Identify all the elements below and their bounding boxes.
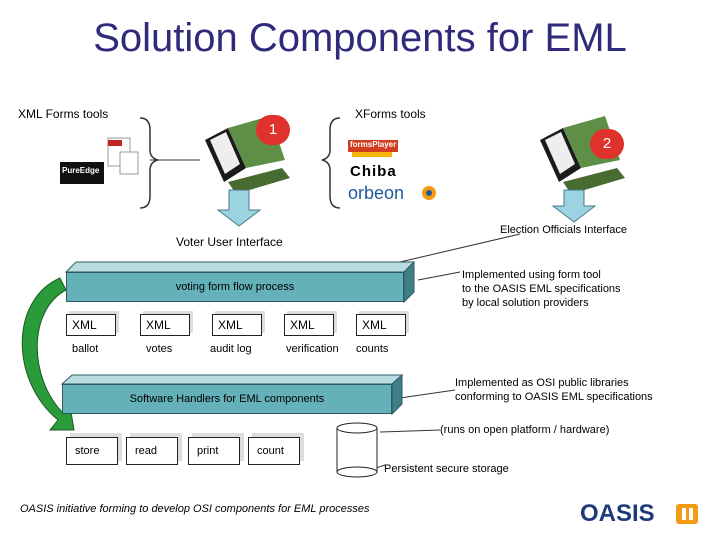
marker-two: 2	[590, 129, 624, 159]
officials-interface-label: Election Officials Interface	[500, 224, 627, 236]
right-brace	[321, 117, 341, 209]
verification-label: verification	[286, 343, 339, 355]
note-line: Implemented using form tool	[462, 269, 601, 281]
orbeon-logo	[422, 186, 436, 200]
footer-note: OASIS initiative forming to develop OSI …	[20, 503, 370, 515]
votes-label: votes	[146, 343, 173, 355]
page-title: Solution Components for EML	[93, 16, 627, 60]
orbeon-logo-text: orbeon	[348, 183, 405, 203]
oasis-logo-mark	[676, 504, 698, 524]
xml-forms-tools-label: XML Forms tools	[18, 107, 109, 121]
read-box: read	[126, 437, 178, 465]
left-brace	[139, 117, 159, 209]
chiba-logo-text: Chiba	[350, 163, 397, 180]
note-line: Implemented as OSI public libraries	[455, 377, 629, 389]
formsplayer-logo	[348, 140, 398, 157]
xml-box-ballot: XML	[66, 314, 116, 336]
voting-flow-bar: voting form flow process	[66, 272, 404, 302]
down-arrow-voter	[216, 189, 262, 227]
storage-cylinder	[336, 422, 378, 478]
down-arrow-officials	[551, 189, 597, 223]
print-box: print	[188, 437, 240, 465]
pureedge-logo-text: PureEdge	[62, 166, 100, 175]
xml-box-verification: XML	[284, 314, 334, 336]
return-arrow	[21, 277, 75, 431]
counts-label: counts	[356, 343, 389, 355]
note-line: conforming to OASIS EML specifications	[455, 391, 653, 403]
xml-box-counts: XML	[356, 314, 406, 336]
software-handlers-label: Software Handlers for EML components	[129, 393, 325, 405]
xml-box-votes: XML	[140, 314, 190, 336]
note-line: by local solution providers	[462, 297, 589, 309]
store-box: store	[66, 437, 118, 465]
xforms-tools-label: XForms tools	[355, 107, 426, 121]
form-tool-note: Implemented using form tool to the OASIS…	[462, 268, 621, 310]
voter-interface-label: Voter User Interface	[176, 235, 283, 249]
persistent-storage-label: Persistent secure storage	[384, 463, 509, 475]
voting-flow-label: voting form flow process	[175, 281, 295, 293]
count-box: count	[248, 437, 300, 465]
oasis-logo: OASIS	[580, 500, 655, 527]
runs-on-note: (runs on open platform / hardware)	[440, 424, 610, 436]
xml-box-audit-log: XML	[212, 314, 262, 336]
audit-log-label: audit log	[210, 343, 252, 355]
formsplayer-logo-text: formsPlayer	[350, 140, 397, 149]
note-line: to the OASIS EML specifications	[462, 283, 621, 295]
marker-one: 1	[256, 115, 290, 145]
pureedge-logo	[60, 162, 104, 184]
osi-note: Implemented as OSI public libraries conf…	[455, 376, 653, 404]
software-handlers-bar: Software Handlers for EML components	[62, 384, 392, 414]
ballot-label: ballot	[72, 343, 99, 355]
pdf-icon	[107, 137, 139, 175]
